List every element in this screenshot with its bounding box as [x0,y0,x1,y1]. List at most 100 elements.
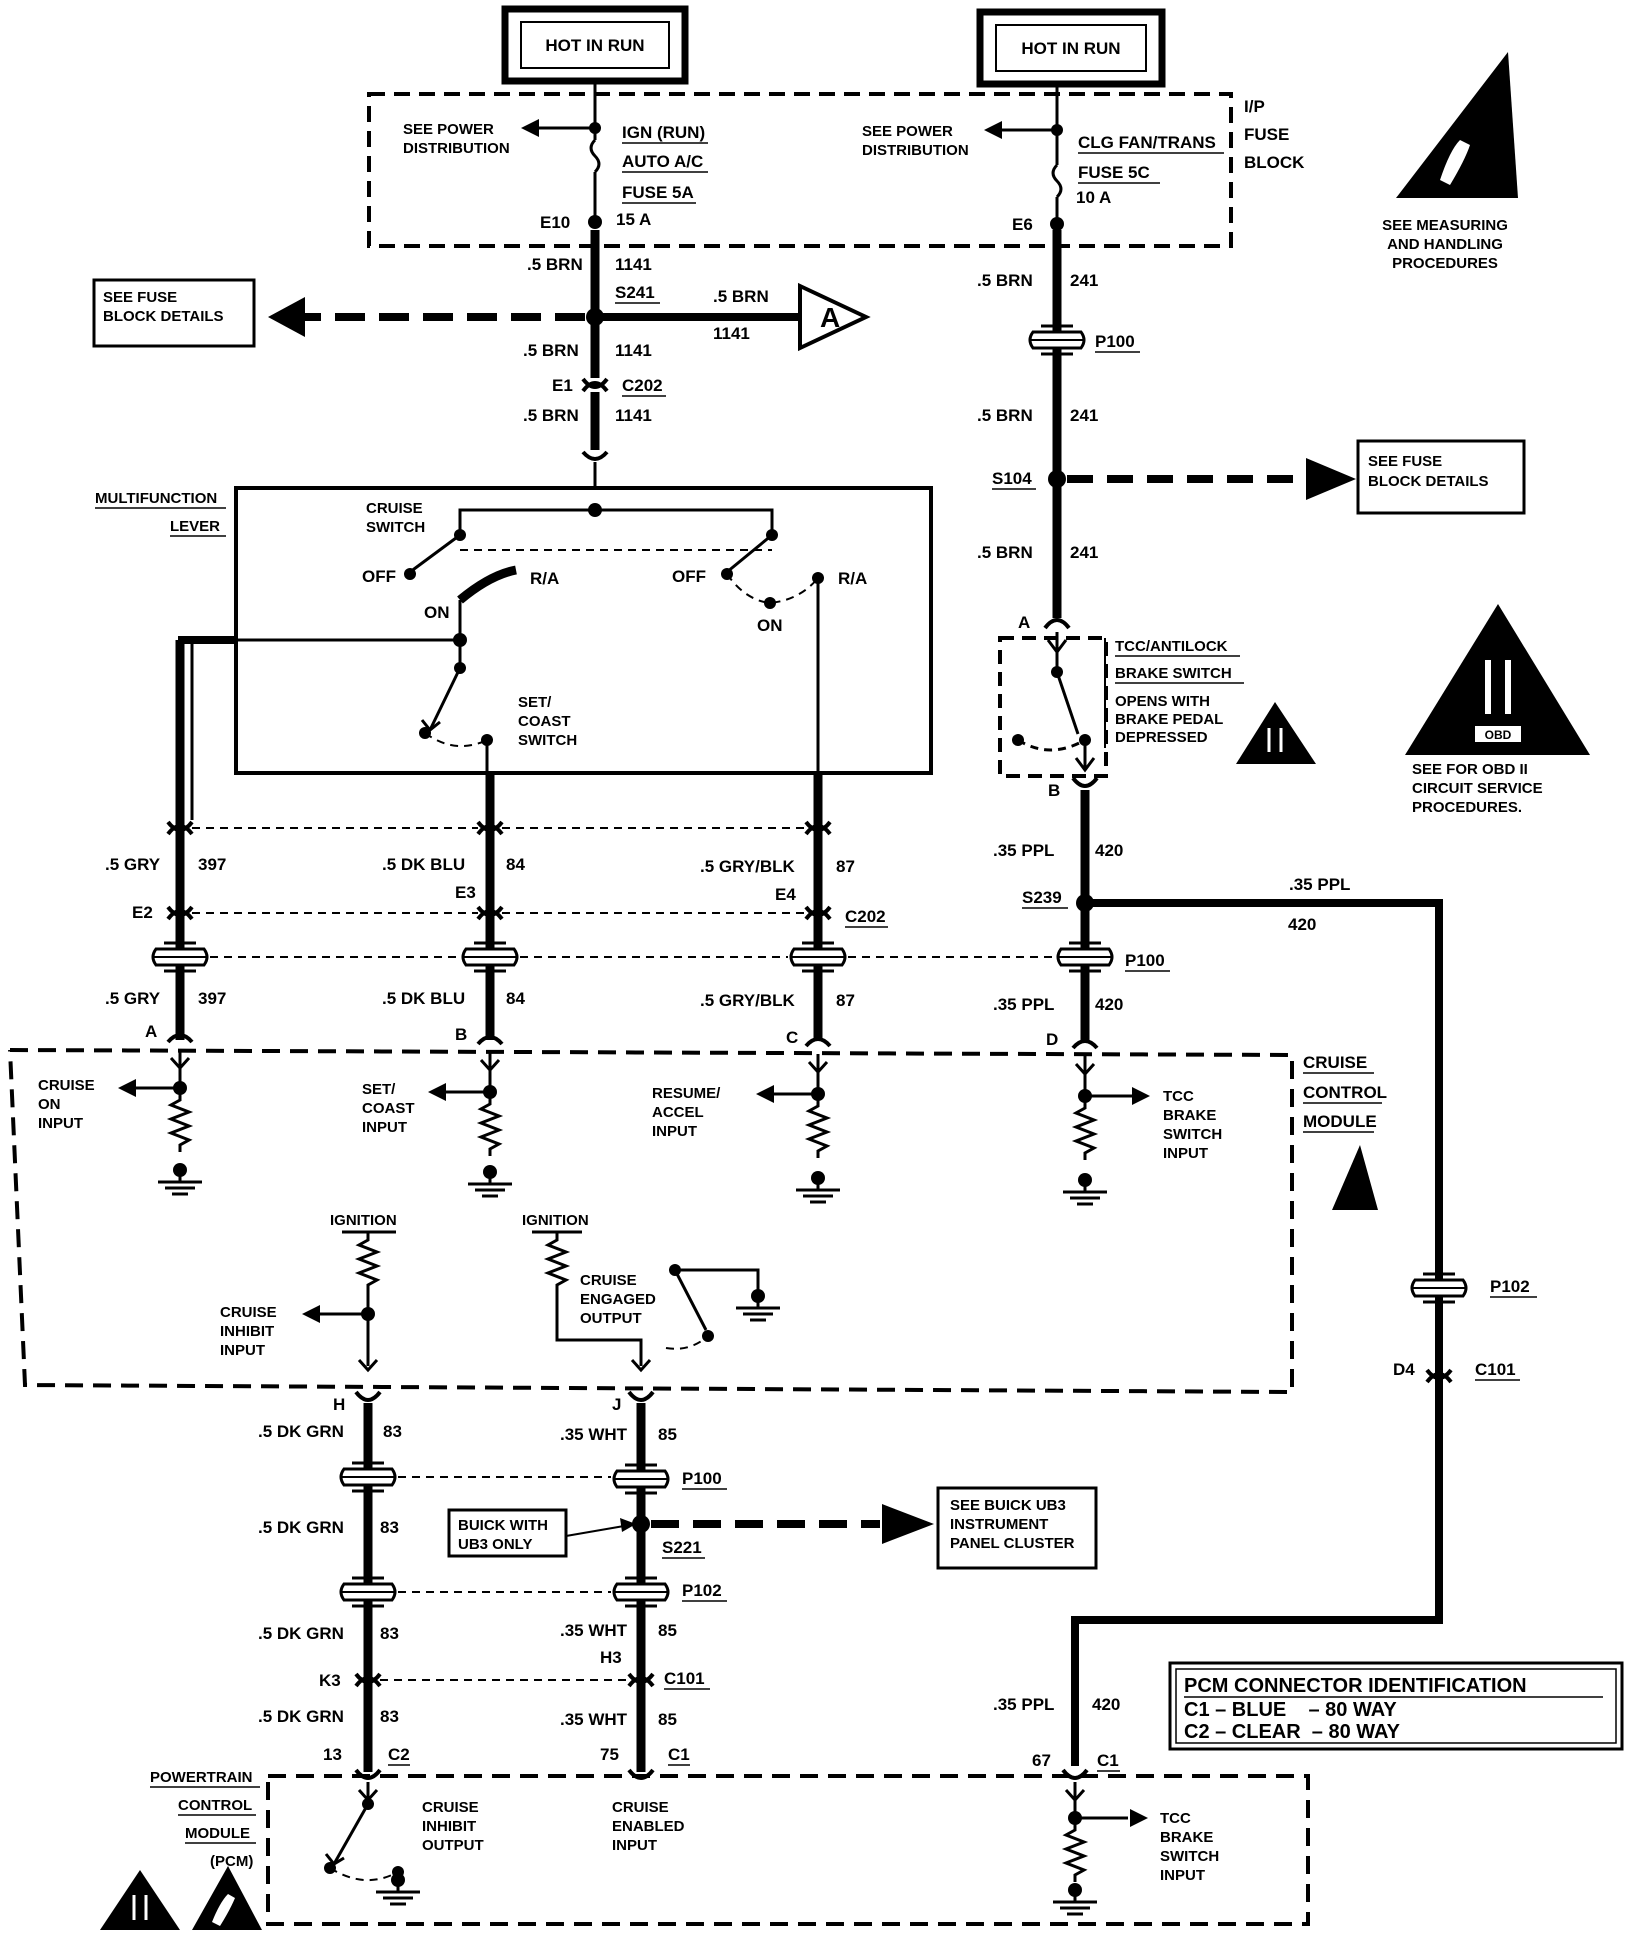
svg-text:CRUISE: CRUISE [366,500,423,517]
svg-text:TCC: TCC [1163,1088,1194,1105]
cavity-d4: D4 [1393,1360,1415,1379]
svg-text:PROCEDURES.: PROCEDURES. [1412,799,1522,816]
svg-text:J: J [612,1395,621,1414]
svg-text:420: 420 [1092,1695,1120,1714]
svg-text:INHIBIT: INHIBIT [422,1818,476,1835]
set-coast-input-label: SET/ COAST INPUT [362,1081,415,1136]
svg-text:OFF: OFF [362,567,396,586]
svg-text:BLOCK DETAILS: BLOCK DETAILS [1368,473,1489,490]
cavity-e10: E10 [540,213,570,232]
svg-text:ENABLED: ENABLED [612,1818,685,1835]
svg-text:SEE POWER: SEE POWER [862,123,953,140]
svg-text:INPUT: INPUT [38,1115,83,1132]
svg-text:H: H [333,1395,345,1414]
svg-text:OUTPUT: OUTPUT [580,1310,642,1327]
obd-ii-bottom-icon [100,1870,180,1930]
connector-p100-mid: P100 [1125,951,1165,970]
svg-text:BRAKE SWITCH: BRAKE SWITCH [1115,665,1232,682]
svg-text:.5 BRN: .5 BRN [977,543,1033,562]
svg-text:SEE FUSE: SEE FUSE [1368,453,1442,470]
svg-text:SEE MEASURING: SEE MEASURING [1382,217,1508,234]
svg-text:CRUISE: CRUISE [38,1077,95,1094]
svg-text:420: 420 [1095,995,1123,1014]
svg-text:A: A [145,1022,157,1041]
svg-text:MODULE: MODULE [185,1825,250,1842]
pcm-boundary [266,1774,1310,1926]
svg-text:.35 WHT: .35 WHT [560,1710,628,1729]
svg-text:D: D [1046,1030,1058,1049]
svg-text:PROCEDURES: PROCEDURES [1392,255,1498,272]
multifunction-lever-title: MULTIFUNCTION LEVER [95,490,226,537]
svg-text:FUSE 5C: FUSE 5C [1078,163,1150,182]
see-power-distribution-right: SEE POWER DISTRIBUTION [862,123,969,159]
svg-text:397: 397 [198,989,226,1008]
svg-text:TCC/ANTILOCK: TCC/ANTILOCK [1115,638,1228,655]
set-coast-switch-label: SET/ COAST SWITCH [518,694,577,749]
svg-text:.5 BRN: .5 BRN [523,341,579,360]
cavity-k3: K3 [319,1671,341,1690]
see-power-distribution-left: SEE POWER DISTRIBUTION [403,121,510,157]
ignition-label-2: IGNITION [522,1212,589,1229]
svg-text:ENGAGED: ENGAGED [580,1291,656,1308]
svg-text:CLG FAN/TRANS: CLG FAN/TRANS [1078,133,1216,152]
svg-text:R/A: R/A [530,569,559,588]
svg-text:CONTROL: CONTROL [178,1797,252,1814]
svg-text:CRUISE: CRUISE [220,1304,277,1321]
ip-fuse-block-title: I/P FUSE BLOCK [1244,97,1305,172]
see-fuse-block-details-right: SEE FUSE BLOCK DETAILS [1356,439,1526,515]
ccm-input-a [118,1050,204,1196]
svg-text:.5 GRY: .5 GRY [105,855,161,874]
svg-text:10 A: 10 A [1076,188,1111,207]
svg-text:13: 13 [323,1745,342,1764]
svg-text:.5 DK BLU: .5 DK BLU [382,855,465,874]
connector-p100-lower: P100 [682,1469,722,1488]
ccm-input-c [756,1054,842,1204]
svg-text:CRUISE: CRUISE [612,1799,669,1816]
pcm-cruise-inhibit-output [324,1782,422,1906]
svg-text:ON: ON [424,603,450,622]
cruise-engaged-output-label: CRUISE ENGAGED OUTPUT [580,1272,656,1327]
svg-text:84: 84 [506,855,525,874]
ccm-esd-icon [1332,1145,1378,1210]
pcm-tcc-brake-input-label: TCC BRAKE SWITCH INPUT [1160,1810,1219,1884]
see-fuse-block-details-left: SEE FUSE BLOCK DETAILS [92,278,256,348]
svg-text:AUTO A/C: AUTO A/C [622,152,703,171]
svg-text:67: 67 [1032,1751,1051,1770]
svg-text:OPENS WITH: OPENS WITH [1115,693,1210,710]
svg-text:OFF: OFF [672,567,706,586]
svg-text:.35 PPL: .35 PPL [993,995,1054,1014]
svg-text:B: B [455,1025,467,1044]
hot-in-run-box-left: HOT IN RUN [501,5,689,85]
svg-text:BLOCK: BLOCK [1244,153,1305,172]
svg-text:INPUT: INPUT [652,1123,697,1140]
svg-text:75: 75 [600,1745,619,1764]
cavity-e6: E6 [1012,215,1033,234]
obd-ii-warning-text: SEE FOR OBD II CIRCUIT SERVICE PROCEDURE… [1412,761,1543,816]
svg-text:83: 83 [380,1707,399,1726]
connector-c101-right: C101 [1475,1360,1516,1379]
svg-text:.5 BRN: .5 BRN [977,406,1033,425]
svg-text:15 A: 15 A [616,210,651,229]
svg-text:CRUISE: CRUISE [1303,1053,1367,1072]
svg-text:87: 87 [836,857,855,876]
svg-text:RESUME/: RESUME/ [652,1085,721,1102]
svg-text:PCM CONNECTOR IDENTIFICATION: PCM CONNECTOR IDENTIFICATION [1184,1675,1527,1697]
svg-text:420: 420 [1095,841,1123,860]
svg-text:ACCEL: ACCEL [652,1104,704,1121]
svg-text:INPUT: INPUT [220,1342,265,1359]
svg-text:HOT IN RUN: HOT IN RUN [545,36,644,55]
svg-text:85: 85 [658,1425,677,1444]
svg-text:.5 DK GRN: .5 DK GRN [258,1707,344,1726]
svg-text:SEE POWER: SEE POWER [403,121,494,138]
svg-text:AND HANDLING: AND HANDLING [1387,236,1503,253]
ccm-input-d [1061,1056,1150,1206]
svg-text:INHIBIT: INHIBIT [220,1323,274,1340]
svg-text:83: 83 [380,1518,399,1537]
svg-text:UB3 ONLY: UB3 ONLY [458,1536,532,1553]
svg-text:83: 83 [380,1624,399,1643]
cruise-switch-label: CRUISE SWITCH [366,500,425,536]
esd-warning-icon [1396,52,1518,198]
connector-c202-top: C202 [622,376,663,395]
svg-text:SET/: SET/ [518,694,552,711]
svg-text:.5 DK GRN: .5 DK GRN [258,1624,344,1643]
